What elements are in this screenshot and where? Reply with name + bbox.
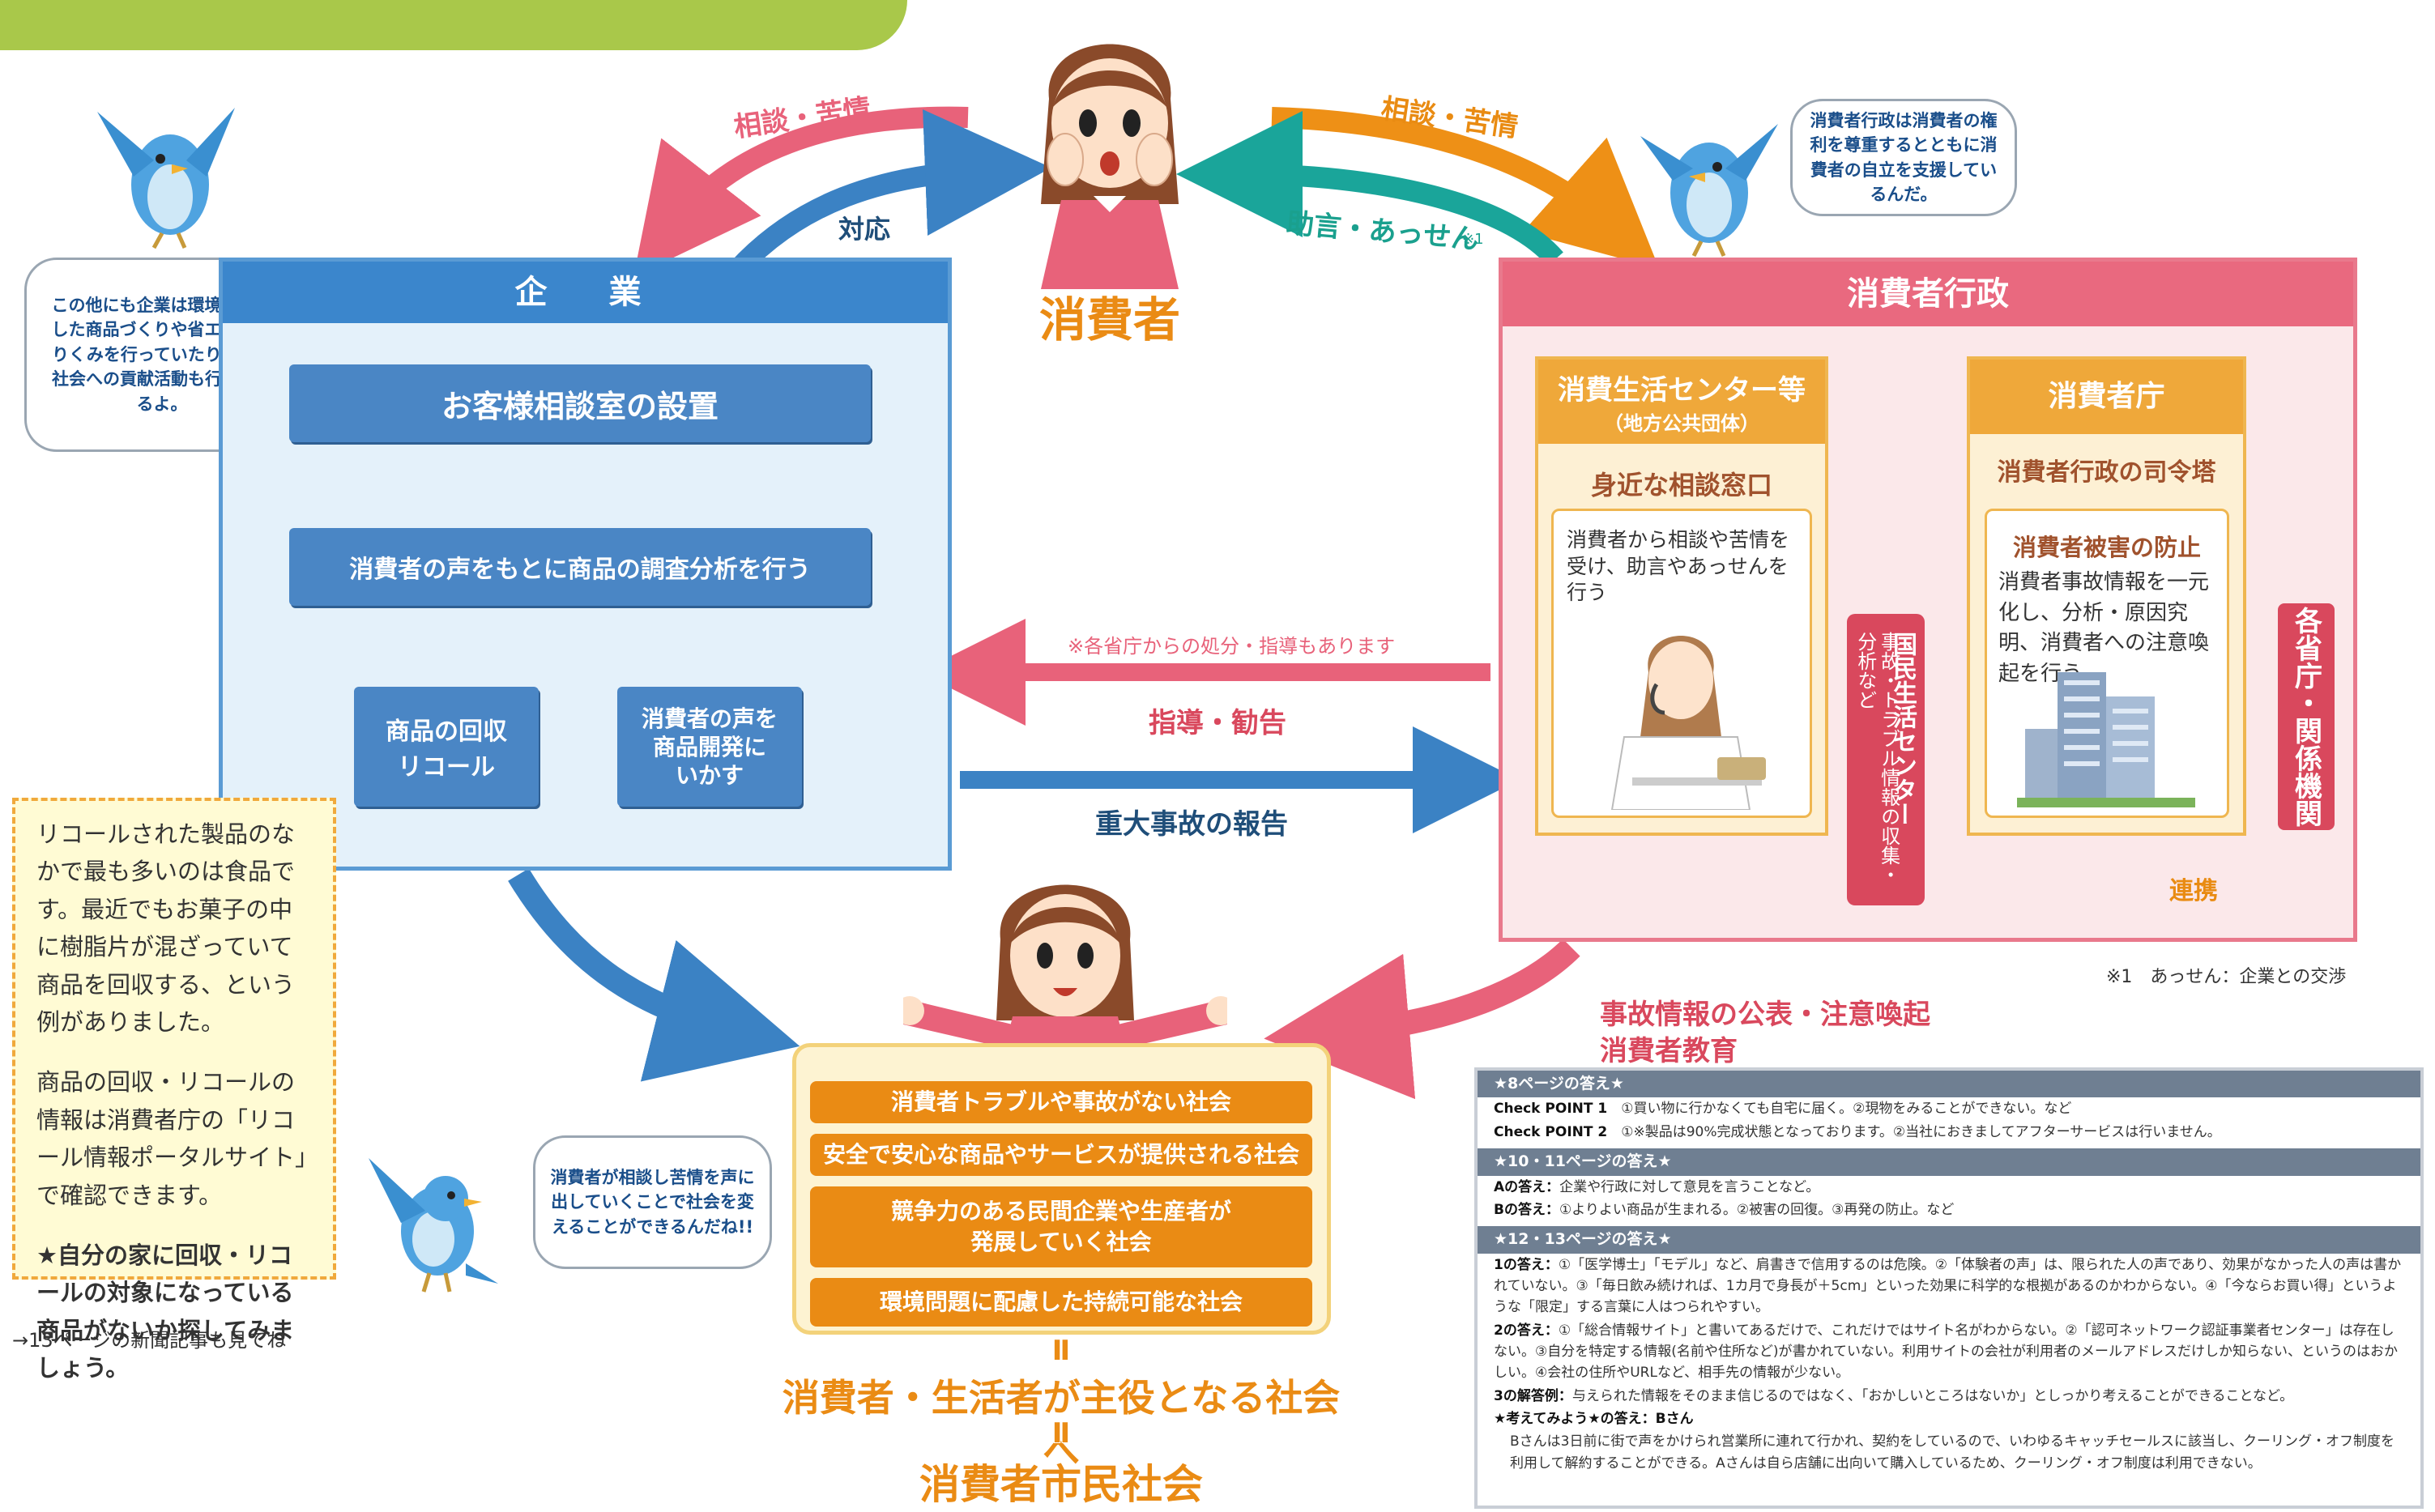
label-guidance-note: ※各省庁からの処分・指導もあります: [1068, 635, 1396, 658]
label-guidance: 指導・勧告: [1149, 707, 1286, 739]
ministries-bar: 各省庁・関係機関: [2278, 603, 2335, 830]
label-publication: 事故情報の公表・注意喚起: [1600, 999, 1930, 1031]
company-box-recall: 商品の回収 リコール: [354, 687, 539, 807]
a-text: 企業や行政に対して意見を言うことなど。: [1559, 1178, 1820, 1195]
ncac-desc: 事故・トラブル情報の収集・分析など: [1853, 632, 1900, 884]
q2-text: ①「総合情報サイト」と書いてあるだけで、これだけではサイト名がわからない。②「認…: [1494, 1322, 2398, 1382]
answers-p8-cp2: Check POINT 2 ①※製品は90%完成状態となっております。②当社にお…: [1478, 1121, 2420, 1144]
q2-label: 2の答え：: [1494, 1322, 1559, 1339]
bird-icon: [369, 1142, 498, 1296]
see-also: →13ページの新聞記事も見てね: [12, 1329, 287, 1352]
arrow-admin-society: [1264, 939, 1580, 1100]
answers-p10-title: ★10・11ページの答え★: [1478, 1148, 2420, 1176]
label-advice-note: ※1: [1462, 231, 1484, 248]
arrow-consult-right: [1271, 107, 1660, 269]
center-title: 消費生活センター等: [1538, 360, 1825, 407]
note-p3: ★自分の家に回収・リコールの対象になっている商品がないか探してみましょう。: [36, 1241, 295, 1382]
q3-label: 3の解答例：: [1494, 1387, 1572, 1404]
equals-1: Ⅱ: [1051, 1334, 1071, 1368]
society-item-2: 安全で安心な商品やサービスが提供される社会: [810, 1134, 1312, 1176]
header-tab: [0, 0, 907, 50]
label-education: 消費者教育: [1600, 1035, 1738, 1067]
company-box-consultation: お客様相談室の設置: [289, 364, 871, 442]
equals-2: Ⅱ: [1051, 1416, 1071, 1450]
society-final: 消費者市民社会: [919, 1460, 1204, 1509]
answers-p8-title: ★8ページの答え★: [1478, 1071, 2420, 1098]
bubble-bottom: 消費者が相談し苦情を声に出していくことで社会を変えることができるんだね!!: [533, 1135, 772, 1269]
answers-p10-a: Aの答え：企業や行政に対して意見を言うことなど。: [1478, 1176, 2420, 1199]
center-window: 身近な相談窓口: [1590, 470, 1772, 500]
consumer-girl-icon: [1017, 10, 1203, 289]
cp2-label: Check POINT 2: [1494, 1123, 1608, 1140]
agency-role: 消費者行政の司令塔: [1997, 458, 2216, 487]
office-building-icon: [2001, 664, 2211, 810]
note-p1: リコールされた製品のなかで最も多いのは食品です。最近でもお菓子の中に樹脂片が混ざ…: [36, 820, 296, 1036]
answers-box: ★8ページの答え★ Check POINT 1 ①買い物に行かなくても自宅に届く…: [1474, 1067, 2424, 1509]
bubble-right: 消費者行政は消費者の権利を尊重するとともに消費者の自立を支援しているんだ。: [1790, 99, 2017, 216]
bird-icon: [1640, 104, 1778, 258]
admin-header: 消費者行政: [1503, 262, 2353, 326]
center-desc: 消費者から相談や苦情を受け、助言やあっせんを行う: [1567, 528, 1790, 604]
company-box-development: 消費者の声を 商品開発に いかす: [617, 687, 802, 807]
footnote: ※1 あっせん：企業との交渉: [2106, 967, 2347, 987]
company-header: 企 業: [223, 262, 948, 323]
cp1-label: Check POINT 1: [1494, 1101, 1608, 1118]
arrow-advice: [1176, 111, 1563, 266]
agency-prevention: 消費者被害の防止: [2012, 534, 2201, 561]
consumer-label: 消費者: [1038, 292, 1181, 348]
arrow-response: [721, 109, 1051, 287]
label-response: 対応: [838, 214, 891, 245]
ncac-bar: 国民生活センター 事故・トラブル情報の収集・分析など: [1847, 614, 1925, 905]
b-text: ①よりよい商品が生まれる。②被害の回復。③再発の防止。など: [1559, 1201, 1955, 1218]
cooperation-label: 連携: [2169, 877, 2218, 905]
answers-think-label: ★考えてみよう★の答え：Bさん: [1478, 1408, 2420, 1430]
recall-note: リコールされた製品のなかで最も多いのは食品です。最近でもお菓子の中に樹脂片が混ざ…: [12, 798, 336, 1382]
consumer-girl-icon: [895, 850, 1235, 1069]
answers-p8-cp1: Check POINT 1 ①買い物に行かなくても自宅に届く。②現物をみることが…: [1478, 1097, 2420, 1120]
agency-title: 消費者庁: [1970, 360, 2243, 434]
answers-p12-3: 3の解答例：与えられた情報をそのまま信じるのではなく、「おかしいところはないか」…: [1478, 1385, 2420, 1408]
ncac-title: 国民生活センター: [1888, 632, 1917, 826]
q1-text: ①「医学博士」「モデル」など、肩書きで信用するのは危険。②「体験者の声」は、限ら…: [1494, 1256, 2402, 1316]
answers-p12-1: 1の答え：①「医学博士」「モデル」など、肩書きで信用するのは危険。②「体験者の声…: [1478, 1254, 2420, 1319]
agency-desc: 消費者事故情報を一元化し、分析・原因究明、消費者への注意喚起を行う: [1998, 570, 2210, 687]
center-subtitle: （地方公共団体）: [1538, 407, 1825, 444]
cp2-text: ①※製品は90%完成状態となっております。②当社におきましてアフターサービスは行…: [1621, 1123, 2221, 1140]
answers-p12-title: ★12・13ページの答え★: [1478, 1226, 2420, 1254]
society-item-3: 競争力のある民間企業や生産者が 発展していく社会: [810, 1186, 1312, 1267]
q3-text: 与えられた情報をそのまま信じるのではなく、「おかしいところはないか」としっかり考…: [1571, 1387, 2294, 1404]
society-goal: 消費者・生活者が主役となる社会へ: [782, 1375, 1341, 1474]
arrow-consult-left: [633, 106, 969, 277]
note-p2: 商品の回収・リコールの情報は消費者庁の「リコール情報ポータルサイト」で確認できま…: [36, 1068, 307, 1209]
answers-p12-2: 2の答え：①「総合情報サイト」と書いてあるだけで、これだけではサイト名がわからな…: [1478, 1319, 2420, 1385]
society-item-4: 環境問題に配慮した持続可能な社会: [810, 1278, 1312, 1327]
arrow-company-society: [508, 868, 800, 1082]
label-report: 重大事故の報告: [1095, 808, 1288, 841]
answers-p10-b: Bの答え：①よりよい商品が生まれる。②被害の回復。③再発の防止。など: [1478, 1199, 2420, 1221]
society-item-1: 消費者トラブルや事故がない社会: [810, 1081, 1312, 1123]
company-box-analysis: 消費者の声をもとに商品の調査分析を行う: [289, 528, 871, 606]
answers-think: Bさんは3日前に街で声をかけられ営業所に連れて行かれ、契約をしているので、いわゆ…: [1510, 1433, 2394, 1472]
a-label: Aの答え：: [1494, 1178, 1560, 1195]
b-label: Bの答え：: [1494, 1201, 1559, 1218]
bird-icon: [97, 96, 235, 249]
think-label: ★考えてみよう★の答え：Bさん: [1494, 1411, 1694, 1428]
phone-operator-icon: [1600, 615, 1774, 811]
cp1-text: ①買い物に行かなくても自宅に届く。②現物をみることができない。など: [1621, 1101, 2072, 1118]
q1-label: 1の答え：: [1494, 1256, 1559, 1273]
